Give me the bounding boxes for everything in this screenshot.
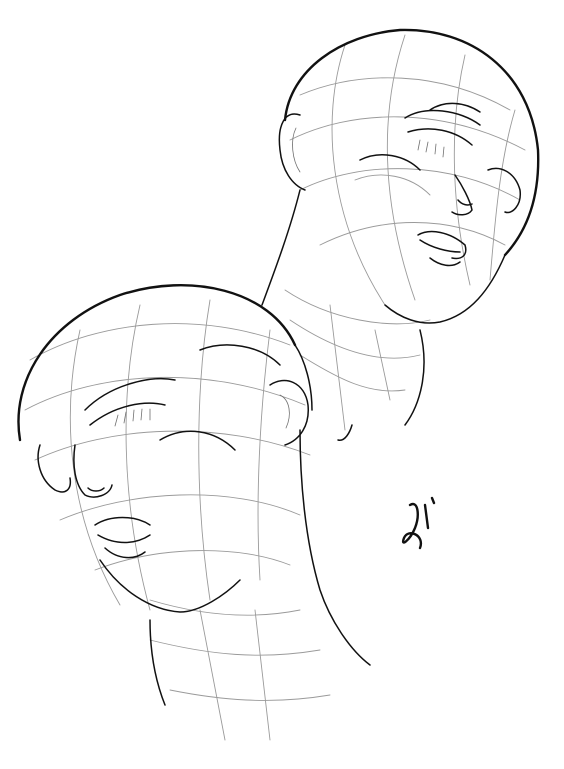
head-upper-right-outline (261, 28, 540, 441)
head-lower-left-guides (24, 299, 331, 741)
head-upper-right-guides (284, 34, 526, 431)
head-upper-right (261, 28, 540, 441)
head-lower-left (17, 284, 371, 741)
artist-signature (401, 496, 436, 550)
head-lower-left-outline (17, 284, 371, 706)
